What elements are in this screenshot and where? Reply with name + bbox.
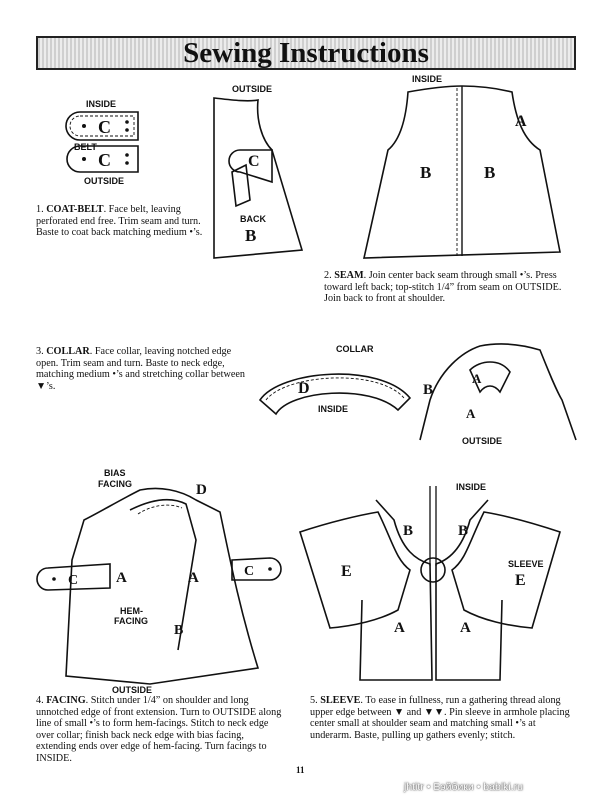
back-outside-label: OUTSIDE [232,84,272,94]
back-label: BACK [240,214,266,224]
facing-a2-label: A [188,570,199,586]
step-heading: COLLAR [46,346,90,357]
back-belt-label: C [248,153,260,170]
seam-arm-label: A [515,113,527,130]
facing-a-label: A [116,570,127,586]
collar-on-neck [469,361,511,394]
step-text: . To ease in fullness, run a gathering t… [310,695,570,741]
sleeve-e-right-label: E [515,572,526,589]
sleeve-b-right-label: B [458,523,468,539]
facing-bias-label: BIAS [104,468,126,478]
sleeve-label: SLEEVE [508,559,544,569]
sleeve-right [451,511,561,629]
back-seam-figure: INSIDE B B A [362,74,561,259]
step-number: 2. [324,270,332,281]
step-1: 1. COAT-BELT. Face belt, leaving perfora… [36,204,218,239]
collar-a2-label: A [466,406,476,421]
step-2: 2. SEAM. Join center back seam through s… [324,270,570,305]
belt-dot [125,153,129,157]
belt-figure: INSIDE C BELT C OUTSIDE [65,99,139,186]
belt-dot [52,577,56,581]
collar-outside-label: OUTSIDE [462,436,502,446]
belt-piece-label: C [98,150,111,170]
belt-piece-bottom [66,145,139,173]
step-heading: SLEEVE [320,695,361,706]
step-number: 5. [310,695,318,706]
step-5: 5. SLEEVE. To ease in fullness, run a ga… [310,695,572,741]
back-figure: OUTSIDE C BACK B [213,84,304,259]
sleeve-a-right-label: A [460,620,471,636]
step-number: 4. [36,695,44,706]
sleeve-figure: INSIDE B B E SLEEVE E A A [299,482,561,681]
facing-c-right-label: C [244,564,254,579]
step-heading: SEAM [334,270,364,281]
step-3: 3. COLLAR. Face collar, leaving notched … [36,346,248,392]
sleeve-a-left-label: A [394,620,405,636]
watermark: jhtitr • Бэйбики • babiki.ru [404,781,523,793]
back-panel [362,85,561,259]
seam-right-label: B [484,163,495,182]
sleeve-right-body [435,499,503,681]
belt-dot [125,120,129,124]
step-4: 4. FACING. Stitch under 1/4” on shoulder… [36,695,286,765]
belt-on-back [228,149,273,184]
neck-opening [420,557,446,583]
facing-b-label: B [174,623,183,638]
sleeve-left-body [359,499,433,681]
facing-hem-label: HEM- [120,606,143,616]
collar-inside-label: INSIDE [318,404,348,414]
page-number: 11 [296,765,305,775]
collar-piece-label: D [298,380,310,397]
page-title: Sewing Instructions [183,37,429,69]
step-number: 3. [36,346,44,357]
facing-front-edge [129,498,197,651]
sleeve-b-left-label: B [403,523,413,539]
facing-bias-stitch [137,504,183,515]
collar-attached-body [419,343,577,441]
collar-seam [265,377,405,401]
belt-outside-label: OUTSIDE [84,176,124,186]
collar-piece [258,373,412,416]
step-number: 1. [36,204,44,215]
belt-label: BELT [74,142,97,152]
step-heading: COAT-BELT [46,204,104,215]
belt-piece-label: C [98,117,111,137]
facing-d-label: D [196,482,207,498]
step-heading: FACING [46,695,86,706]
step-text: . Stitch under 1/4” on shoulder and long… [36,695,282,764]
collar-figure: COLLAR D INSIDE B A A OUTSIDE [258,343,577,446]
belt-dot [125,161,129,165]
facing-c-left-label: C [68,573,78,588]
belt-piece-top [65,111,139,141]
back-piece-label: B [245,226,256,245]
seam-left-label: B [420,163,431,182]
belt-dot [82,124,86,128]
belt-inside-label: INSIDE [86,99,116,109]
belt-dot [82,157,86,161]
collar-a-label: A [472,371,482,386]
facing-body [65,487,260,685]
step-text: . Join center back seam through small •’… [324,270,562,305]
facing-outside-label: OUTSIDE [112,685,152,695]
seam-inside-label: INSIDE [412,74,442,84]
facing-facing-label: FACING [98,479,132,489]
collar-label: COLLAR [336,344,374,354]
sleeve-e-left-label: E [341,563,352,580]
facing-belt-right [231,557,282,581]
title-band: Sewing Instructions [36,36,576,70]
collar-b-label: B [423,382,433,398]
step-text: . Face collar, leaving notched edge open… [36,346,245,392]
step-text: . Face belt, leaving perforated end free… [36,204,203,239]
facing-figure: BIAS FACING D C C A A HEM- FACING B OUTS… [36,468,282,695]
sleeve-inside-label: INSIDE [456,482,486,492]
belt-tab [231,163,251,208]
belt-dot [268,567,272,571]
facing-belt-left [36,563,111,591]
sleeve-left [299,511,411,629]
facing-hem2-label: FACING [114,616,148,626]
belt-dot [125,128,129,132]
